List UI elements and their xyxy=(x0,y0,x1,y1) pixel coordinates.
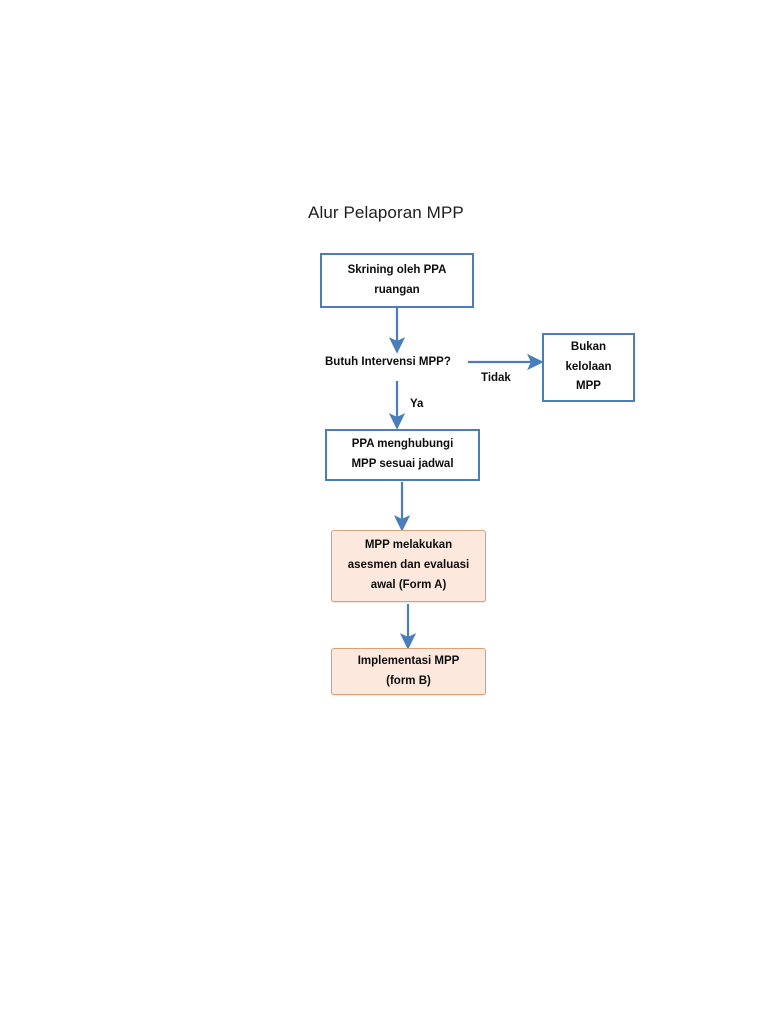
node-bukan-kelolaan-mpp: Bukan kelolaan MPP xyxy=(542,333,635,402)
edge-label-ya: Ya xyxy=(410,398,424,410)
edge-label-tidak: Tidak xyxy=(481,372,511,384)
node-mpp-melakukan-asesmen-form-a: MPP melakukan asesmen dan evaluasi awal … xyxy=(331,530,486,602)
page-title: Alur Pelaporan MPP xyxy=(308,203,464,222)
node-ppa-menghubungi-mpp-sesuai-jadwal: PPA menghubungi MPP sesuai jadwal xyxy=(325,429,480,481)
node-implementasi-mpp-form-b: Implementasi MPP (form B) xyxy=(331,648,486,695)
node-skrining-oleh-ppa-ruangan: Skrining oleh PPA ruangan xyxy=(320,253,474,308)
node-decision-butuh-intervensi-mpp: Butuh Intervensi MPP? xyxy=(325,356,451,368)
